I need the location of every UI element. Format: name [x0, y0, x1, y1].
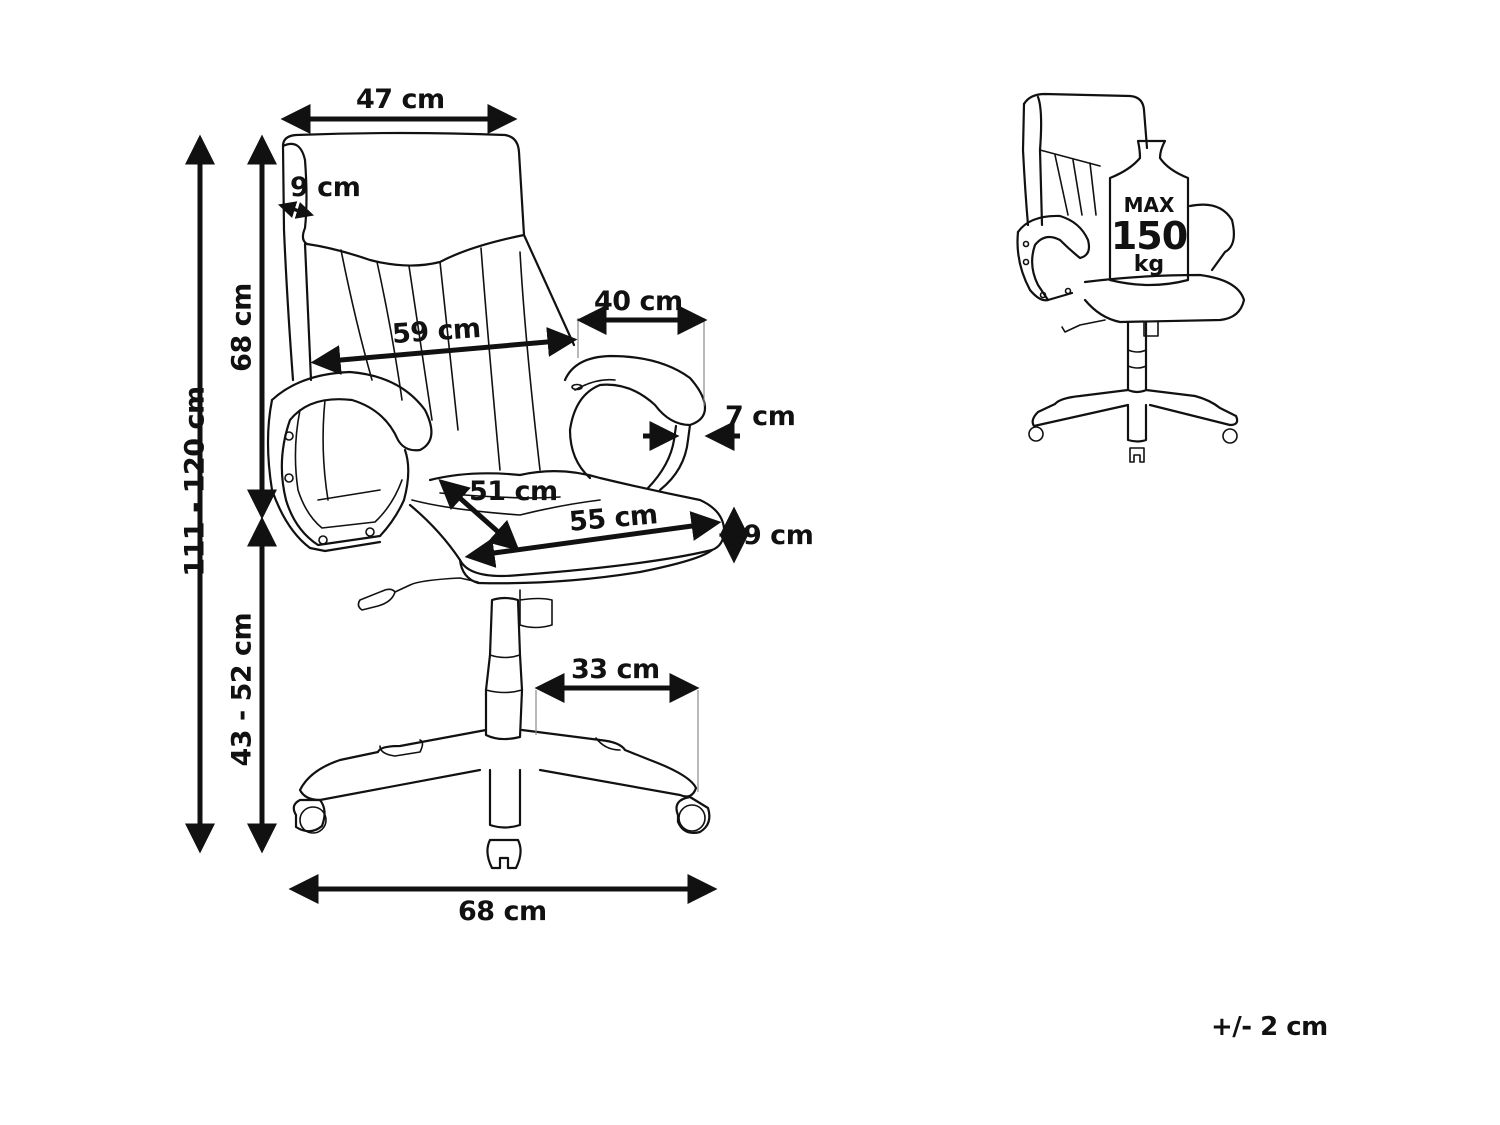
headrest-depth-label: 9 cm — [290, 172, 361, 203]
base-leg-length-label: 33 cm — [571, 654, 660, 685]
base-width-label: 68 cm — [458, 896, 547, 927]
backrest-height-label: 68 cm — [226, 283, 258, 372]
armrest-length-label: 40 cm — [594, 286, 683, 317]
seat-thickness-label: 9 cm — [743, 520, 814, 551]
seat-depth-label: 51 cm — [469, 476, 558, 507]
armrest-width-label: 7 cm — [725, 401, 796, 432]
max-load-unit: kg — [1133, 252, 1165, 277]
backrest-diagonal-label: 59 cm — [391, 312, 482, 351]
seat-height-label: 43 - 52 cm — [226, 612, 258, 767]
max-load-badge: MAX 150 kg — [1106, 182, 1192, 282]
dimension-lines — [185, 104, 749, 904]
total-height-label: 111 - 120 cm — [179, 386, 211, 577]
load-capacity-illustration — [1016, 92, 1246, 463]
max-load-line1: MAX — [1123, 193, 1175, 217]
backrest-width-label: 47 cm — [356, 84, 445, 115]
tolerance-note: +/- 2 cm — [1211, 1012, 1328, 1042]
seat-width-label: 55 cm — [567, 499, 659, 538]
max-load-value: 150 — [1110, 214, 1188, 258]
